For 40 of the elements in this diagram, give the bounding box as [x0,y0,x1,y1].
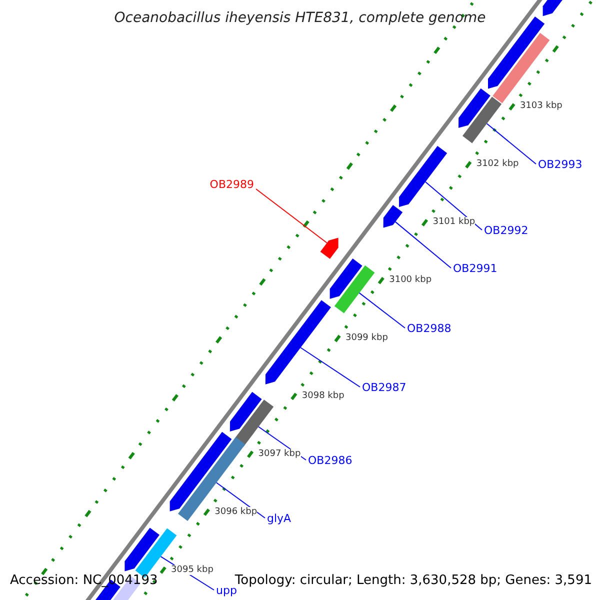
accession-text: Accession: NC_004193 [10,574,158,590]
gene-block [334,265,375,314]
gene-label: OB2991 [453,263,498,276]
leader-line [394,221,452,268]
gene-label: OB2986 [308,455,352,468]
scale-label: 3103 kbp [520,101,562,112]
gene-block [320,238,338,259]
scale-label: 3099 kbp [346,333,388,344]
gene-block [383,205,403,228]
leader-line [216,482,266,518]
gene-label: upp [216,585,237,598]
gene-label: glyA [267,513,292,526]
scale-label: 3100 kbp [389,275,432,286]
gene-block [462,96,502,144]
leader-line [256,188,328,244]
gene-block [124,528,160,572]
leader-line [300,347,360,388]
gene-label: OB2989 [210,179,254,192]
scale-label: 3101 kbp [432,217,476,228]
gene-label: OB2993 [538,159,582,172]
leader-line [424,181,482,230]
gene-block [230,392,262,432]
genome-info-text: Topology: circular; Length: 3,630,528 bp; Genes: 3,591 [234,574,592,588]
gene-label: OB2987 [362,382,406,395]
leader-line [358,292,406,328]
gene-block [488,16,545,89]
scale-label: 3098 kbp [302,391,344,402]
gene-block [330,258,362,299]
gene-block [234,400,274,447]
scale-label: 3096 kbp [214,506,258,518]
leader-line [486,123,536,164]
scale-label: 3097 kbp [258,448,301,460]
gene-block [399,146,448,207]
gene-label: OB2992 [484,225,528,238]
gene-block [265,300,331,384]
diagram-title: Oceanobacillus iheyensis HTE831, complete genome [113,10,487,26]
scale-label: 3095 kbp [171,564,214,576]
gene-label: OB2988 [407,323,452,336]
scale-label: 3102 kbp [476,159,519,170]
gene-block [458,88,490,128]
